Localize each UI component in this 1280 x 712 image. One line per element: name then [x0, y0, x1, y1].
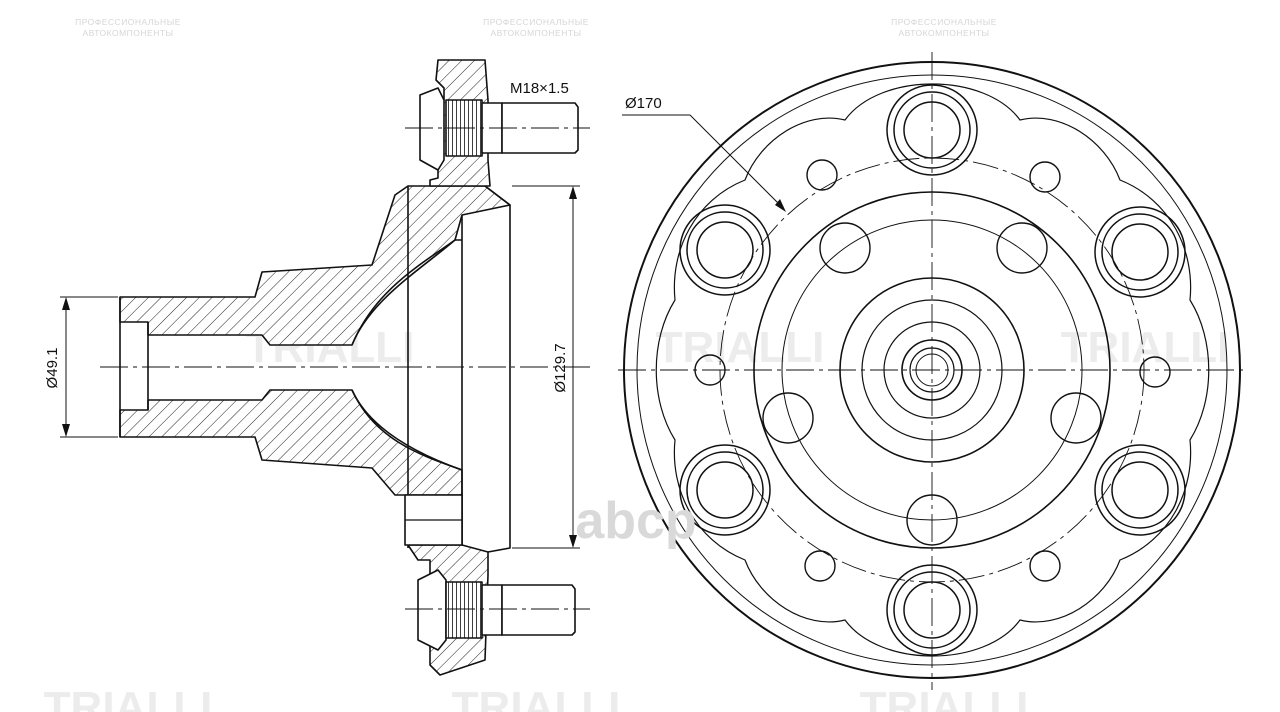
watermark-caption-2b: АВТОКОМПОНЕНТЫ — [490, 28, 581, 38]
watermark-logo-mid-right: TRIALLI — [1061, 323, 1230, 372]
watermark-caption-3b: АВТОКОМПОНЕНТЫ — [898, 28, 989, 38]
watermark-caption-1b: АВТОКОМПОНЕНТЫ — [82, 28, 173, 38]
section-centerlines — [100, 127, 595, 610]
section-body-lower — [119, 389, 463, 496]
section-view — [119, 59, 579, 676]
watermark-logo-bottom-left: TRIALLI — [44, 683, 213, 712]
watermark-logo-bottom-right: TRIALLI — [860, 683, 1029, 712]
watermark-caption-3a: ПРОФЕССИОНАЛЬНЫЕ — [891, 17, 997, 27]
front-stud-upper-right — [1094, 206, 1186, 298]
front-stud-lower-left — [679, 444, 771, 536]
wheel-stud-upper — [419, 87, 579, 171]
bore-diameter-label: Ø129.7 — [552, 343, 569, 392]
section-body-upper — [119, 185, 511, 346]
shaft-diameter-label: Ø49.1 — [44, 348, 61, 389]
wheel-stud-lower — [417, 569, 576, 651]
inner-cavity — [351, 239, 463, 471]
front-stud-lower-right — [1094, 444, 1186, 536]
front-stud-upper-left — [679, 204, 771, 296]
watermark-layer: ПРОФЕССИОНАЛЬНЫЕ АВТОКОМПОНЕНТЫ ПРОФЕССИ… — [44, 17, 1230, 712]
brand-watermark: abcp — [575, 492, 696, 550]
watermark-logo-bottom-center: TRIALLI — [452, 683, 621, 712]
thread-size-label: M18×1.5 — [510, 80, 569, 97]
watermark-caption-2a: ПРОФЕССИОНАЛЬНЫЕ — [483, 17, 589, 27]
front-studs — [679, 84, 1186, 656]
outer-diameter-leader — [622, 114, 786, 212]
watermark-logo-mid-center: TRIALLI — [656, 323, 825, 372]
flange-rim-inner — [455, 185, 511, 545]
watermark-caption-1a: ПРОФЕССИОНАЛЬНЫЕ — [75, 17, 181, 27]
front-centerlines — [618, 52, 1245, 690]
outer-diameter-label: Ø170 — [625, 95, 662, 112]
flange-lobes — [655, 83, 1210, 657]
section-dimensions — [60, 185, 580, 549]
